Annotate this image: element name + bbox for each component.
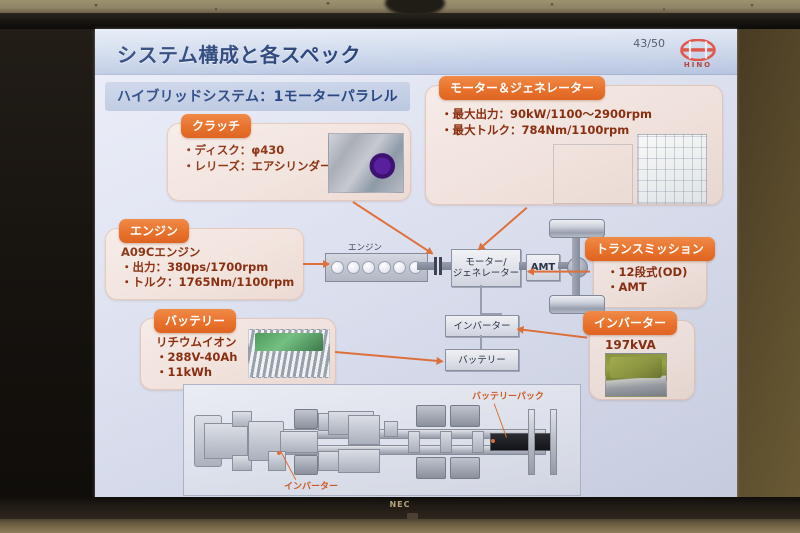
motor-cross-section-drawing: [637, 134, 707, 204]
motor-generator-spec-1: ・最大出力：90kW/1100〜2900rpm: [441, 107, 652, 121]
card-engine: エンジン A09Cエンジン ・出力：380ps/1700rpm ・トルク：176…: [105, 219, 305, 301]
card-battery-title: バッテリー: [154, 309, 237, 333]
display-brand-logo: NEC: [389, 500, 411, 509]
chassis-callout-inverter: インバーター: [284, 482, 339, 492]
engine-spec-2: ・出力：380ps/1700rpm: [121, 260, 269, 274]
card-transmission-title: トランスミッション: [585, 237, 715, 261]
hino-emblem-icon: [680, 39, 716, 61]
chassis-layout-panel: バッテリーパック インバーター: [183, 384, 581, 496]
hino-wordmark: HINO: [683, 61, 713, 69]
inverter-photo: [605, 353, 667, 397]
battery-spec-2: ・288V-40Ah: [156, 350, 238, 364]
card-clutch: クラッチ ・ディスク：φ430 ・レリーズ：エアシリンダー式: [167, 114, 412, 204]
connector-battery-to-schematic: [334, 351, 443, 363]
chassis-callout-battery-pack: バッテリーパック: [472, 392, 544, 402]
page-title: システム構成と各スペック: [117, 43, 361, 67]
slide-subtitle: ハイブリッドシステム：1モーターパラレル: [105, 82, 410, 111]
ceiling-wall-texture: [0, 0, 800, 13]
battery-photo: [248, 329, 330, 378]
schematic-wire-inverter-battery: [480, 335, 482, 352]
schematic-battery-box: バッテリー: [445, 349, 519, 371]
slide-header-band: システム構成と各スペック 43/50 HINO: [95, 29, 737, 75]
display-stand-nub: [407, 513, 418, 519]
schematic-engine-label: エンジン: [348, 243, 383, 253]
schematic-engine-block: [325, 253, 428, 282]
connector-engine-to-schematic: [303, 260, 330, 267]
card-clutch-title: クラッチ: [181, 114, 252, 138]
chassis-callout-dot-inverter: [277, 451, 281, 455]
schematic-wire-mg-inverter-v: [480, 285, 482, 315]
card-motor-generator-title: モーター＆ジェネレーター: [439, 76, 606, 100]
schematic-clutch-plate: [439, 257, 442, 275]
connector-motorgen-to-schematic: [478, 207, 528, 251]
schematic-wheel-bottom: [549, 295, 605, 314]
connector-transmission-to-amt: [528, 271, 590, 273]
screen-bezel-bottom: [0, 497, 800, 519]
battery-spec-3: ・11kWh: [156, 365, 213, 379]
schematic-shaft-3: [519, 262, 527, 270]
clutch-spec-1: ・ディスク：φ430: [183, 143, 285, 157]
schematic-axle: [572, 234, 580, 297]
transmission-spec-1: ・12段式(OD): [607, 265, 688, 279]
schematic-clutch-plate: [434, 257, 437, 275]
cylinder: [377, 261, 391, 274]
connector-inverter-to-schematic: [517, 328, 588, 339]
battery-spec-1: リチウムイオン: [156, 335, 237, 349]
schematic-wheel-top: [549, 219, 605, 238]
schematic-wire-mg-inverter-h: [480, 313, 502, 315]
page-number: 43/50: [633, 37, 665, 50]
schematic-crankshaft: [417, 262, 434, 270]
schematic-motor-generator-box: モーター/ ジェネレーター: [451, 249, 521, 287]
cylinder: [362, 261, 376, 274]
engine-spec-3: ・トルク：1765Nm/1100rpm: [121, 275, 295, 289]
motor-photo: [553, 144, 633, 204]
card-engine-title: エンジン: [119, 219, 190, 243]
schematic-shaft-2: [442, 262, 452, 270]
card-inverter: インバーター 197kVA: [583, 311, 701, 401]
card-motor-generator: モーター＆ジェネレーター ・最大出力：90kW/1100〜2900rpm ・最大…: [425, 76, 725, 206]
cylinder: [393, 261, 407, 274]
card-battery: バッテリー リチウムイオン ・288V-40Ah ・11kWh: [140, 309, 338, 391]
cylinder: [346, 261, 360, 274]
transmission-spec-2: ・AMT: [607, 280, 647, 294]
clutch-spec-2: ・レリーズ：エアシリンダー式: [183, 159, 343, 173]
engine-spec-1: A09Cエンジン: [121, 245, 201, 259]
chassis-illustration: [188, 393, 576, 485]
schematic-mg-line1: モーター/: [465, 257, 507, 268]
schematic-mg-line2: ジェネレーター: [452, 268, 520, 279]
motor-generator-spec-2: ・最大トルク：784Nm/1100rpm: [441, 123, 630, 137]
hino-logo: HINO: [673, 39, 723, 71]
card-inverter-title: インバーター: [583, 311, 678, 335]
card-transmission: トランスミッション ・12段式(OD) ・AMT: [585, 237, 715, 313]
chassis-callout-dot-battery: [491, 439, 495, 443]
screen-bezel-top: [0, 13, 800, 29]
cylinder: [331, 261, 345, 274]
presentation-slide: システム構成と各スペック 43/50 HINO ハイブリッドシステム：1モーター…: [95, 29, 737, 499]
schematic-inverter-box: インバーター: [445, 315, 519, 337]
desk-surface: [0, 519, 800, 533]
clutch-photo: [328, 133, 404, 193]
inverter-spec-1: 197kVA: [605, 338, 656, 352]
